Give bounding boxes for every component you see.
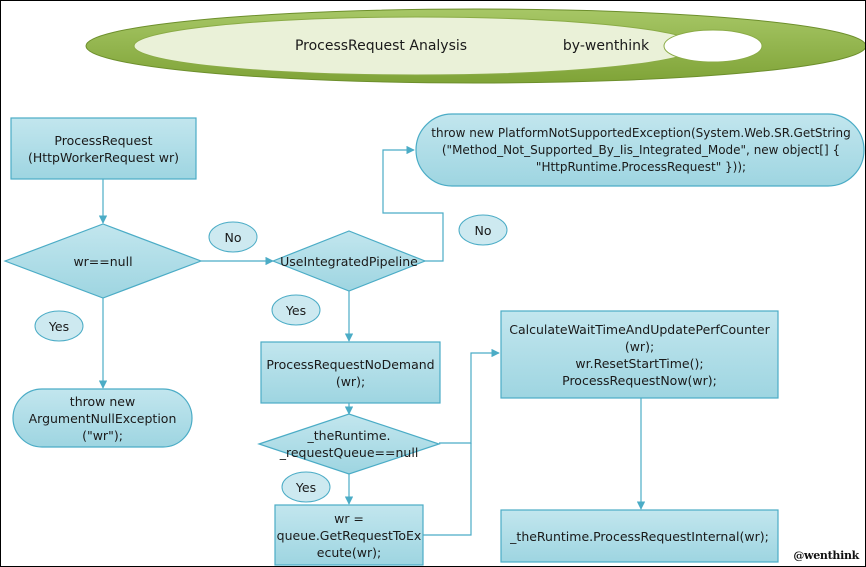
node-throw-argument-shape bbox=[12, 388, 193, 448]
diagram-title: ProcessRequest Analysis bbox=[294, 37, 468, 54]
edge-label-no-2: No bbox=[474, 222, 492, 238]
edge-label-yes-2: Yes bbox=[285, 302, 307, 318]
node-process-request-shape bbox=[10, 117, 197, 180]
diagram-author: by-wenthink bbox=[562, 37, 650, 54]
node-wr-null-shape bbox=[3, 223, 203, 299]
node-queue-null: _theRuntime. _requestQueue==null bbox=[279, 428, 419, 460]
node-wr-null: wr==null bbox=[73, 253, 133, 269]
nodes bbox=[3, 113, 865, 566]
watermark: @wenthink bbox=[793, 549, 859, 562]
edge-label-no-1: No bbox=[224, 229, 242, 245]
node-use-integrated-shape bbox=[271, 230, 427, 292]
edge-queue-no bbox=[439, 348, 500, 444]
node-internal: _theRuntime.ProcessRequestInternal(wr); bbox=[510, 528, 769, 544]
node-throw-argument: throw new ArgumentNullException ("wr"); bbox=[28, 393, 177, 443]
node-throw-platform-shape bbox=[415, 113, 865, 187]
node-get-request-shape bbox=[274, 504, 424, 566]
node-calculate-shape bbox=[500, 310, 779, 399]
node-get-request: wr = queue.GetRequestToEx ecute(wr); bbox=[276, 510, 422, 560]
node-process-no-demand-shape bbox=[260, 341, 441, 404]
node-process-no-demand: ProcessRequestNoDemand (wr); bbox=[266, 356, 435, 389]
node-process-request: ProcessRequest (HttpWorkerRequest wr) bbox=[27, 132, 180, 165]
edge-label-ovals bbox=[34, 214, 508, 503]
edge-label-yes-3: Yes bbox=[295, 479, 317, 495]
edge-label-yes-1: Yes bbox=[48, 318, 70, 334]
connectors bbox=[98, 145, 646, 536]
node-internal-shape bbox=[500, 509, 779, 563]
node-queue-null-shape bbox=[257, 413, 441, 475]
node-throw-platform: throw new PlatformNotSupportedException(… bbox=[431, 125, 851, 174]
edge-dequeue-to-calc bbox=[423, 443, 472, 536]
node-calculate: CalculateWaitTimeAndUpdatePerfCounter (w… bbox=[509, 321, 770, 388]
node-use-integrated: UseIntegratedPipeline bbox=[280, 253, 418, 269]
title-banner bbox=[85, 8, 865, 84]
edge-integrated-no bbox=[382, 145, 444, 262]
